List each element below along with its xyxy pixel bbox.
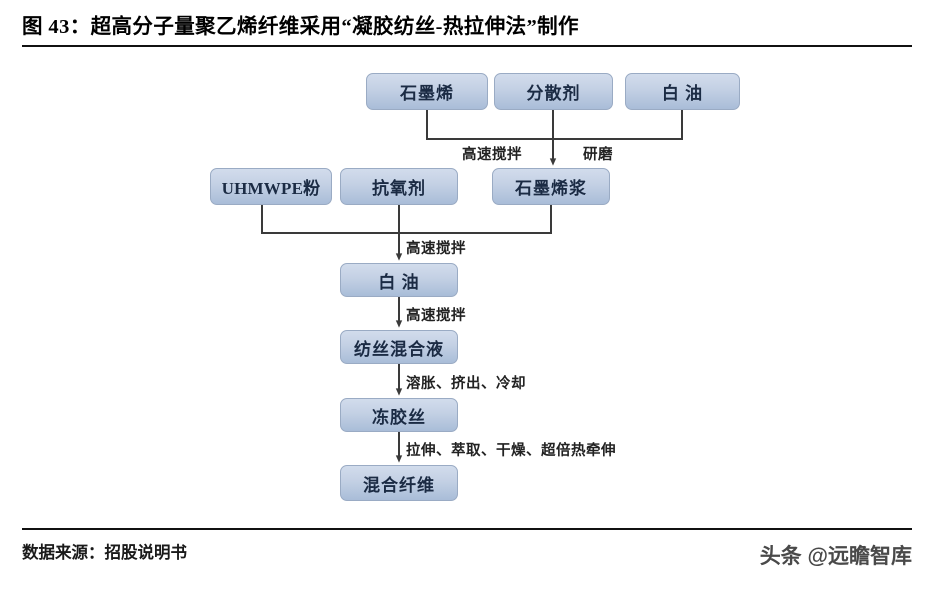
source-note: 数据来源：招股说明书 [22, 543, 187, 562]
node-blended-fiber[interactable]: 混合纤维 [340, 465, 458, 501]
header-divider [22, 45, 912, 47]
node-spinning-dope[interactable]: 纺丝混合液 [340, 330, 458, 364]
node-uhmwpe-powder[interactable]: UHMWPE粉 [210, 168, 332, 205]
edge-row1-bus [426, 110, 683, 140]
node-antioxidant[interactable]: 抗氧剂 [340, 168, 458, 205]
node-gel-fiber[interactable]: 冻胶丝 [340, 398, 458, 432]
watermark: 头条 @远瞻智库 [759, 545, 912, 568]
node-graphene[interactable]: 石墨烯 [366, 73, 488, 110]
edge-label-swell-extrude-cool: 溶胀、挤出、冷却 [406, 376, 526, 392]
figure-title: 图 43：超高分子量聚乙烯纤维采用“凝胶纺丝-热拉伸法”制作 [22, 16, 579, 38]
edge-label-high-speed-stirring-2: 高速搅拌 [406, 241, 466, 257]
edge-label-high-speed-stirring-3: 高速搅拌 [406, 308, 466, 324]
edge-label-grinding: 研磨 [583, 147, 613, 163]
edge-row2-bus [261, 205, 552, 234]
node-graphene-slurry[interactable]: 石墨烯浆 [492, 168, 610, 205]
edge-connector-layer [261, 110, 683, 463]
edge-label-draw-extract-dry-hot-draw: 拉伸、萃取、干燥、超倍热牵伸 [406, 443, 616, 459]
edge-label-high-speed-stirring-1: 高速搅拌 [462, 147, 522, 163]
node-dispersant[interactable]: 分散剂 [494, 73, 613, 110]
process-flow-diagram: 石墨烯 分散剂 白 油 UHMWPE粉 抗氧剂 石墨烯浆 白 油 纺丝混合液 冻… [0, 48, 934, 526]
node-white-oil[interactable]: 白 油 [340, 263, 458, 297]
footer-divider [22, 528, 912, 530]
node-white-oil-top[interactable]: 白 油 [625, 73, 740, 110]
